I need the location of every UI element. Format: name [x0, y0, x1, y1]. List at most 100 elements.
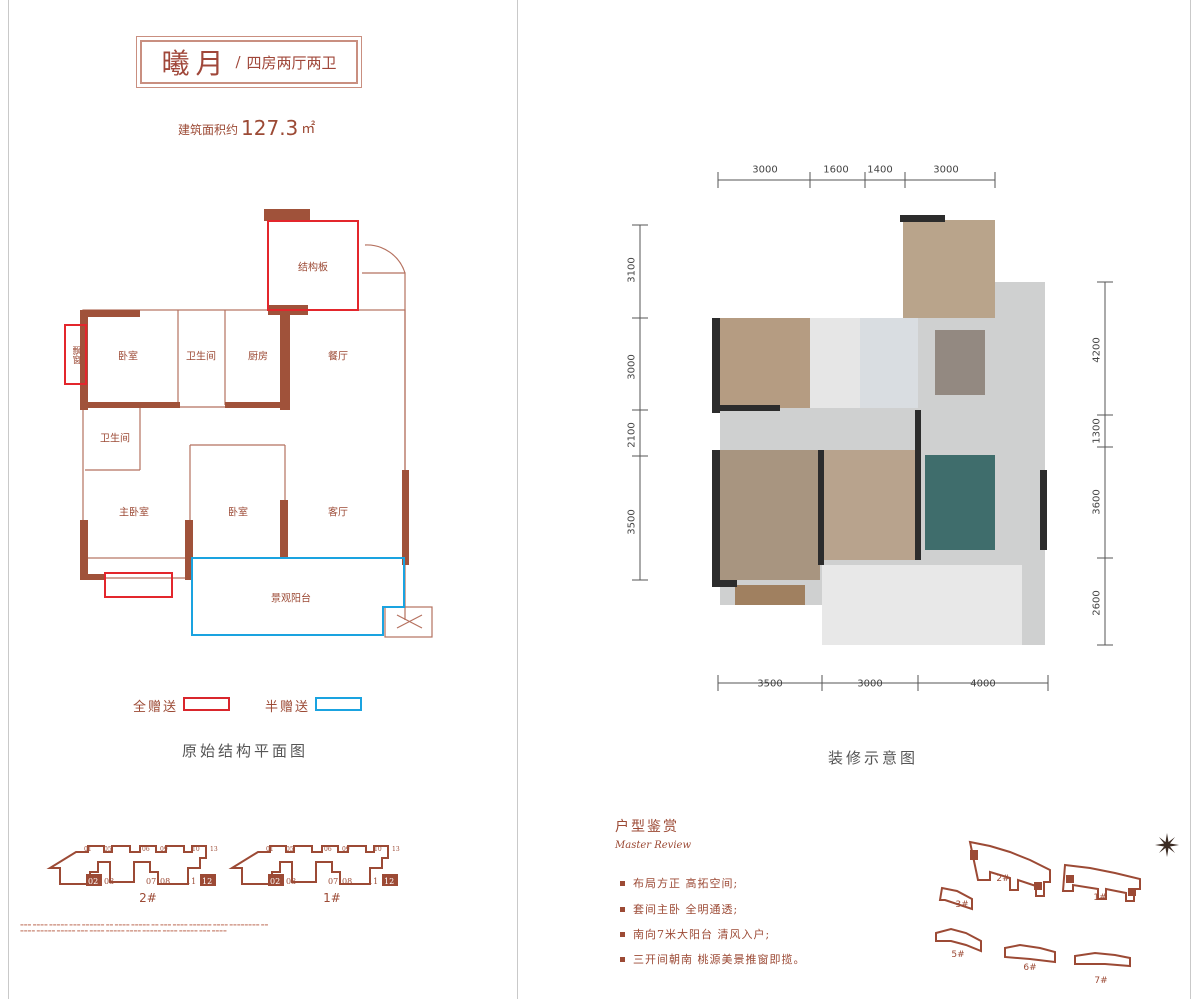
- room-structure-board: 结构板: [298, 262, 328, 274]
- site-label-2: 2#: [996, 874, 1010, 884]
- unit-label: 12: [384, 877, 394, 886]
- room-living: 客厅: [328, 507, 348, 519]
- bullet-text: 三开间朝南 桃源美景推窗即揽。: [633, 953, 806, 966]
- unit-label: 09: [160, 846, 168, 853]
- bedroom-4-floor: [903, 220, 995, 318]
- dim-bottom-1: 3500: [757, 678, 783, 690]
- unit-label: 10: [192, 846, 200, 853]
- full-gift-master-bay: [104, 572, 173, 598]
- unit-label: 05: [104, 846, 112, 853]
- unit-label: 07: [146, 877, 156, 886]
- dim-left-2: 3000: [626, 354, 638, 380]
- bedroom-2-floor: [822, 450, 918, 560]
- decorated-plan-caption: 装修示意图: [827, 749, 919, 767]
- floor-area: 建筑面积约 127.3 ㎡: [178, 118, 315, 138]
- dim-right-3: 3600: [1091, 489, 1103, 515]
- room-bathroom-1: 卫生间: [186, 351, 216, 363]
- room-bedroom-2: 卧室: [228, 507, 248, 519]
- unit-label: 11: [368, 877, 378, 886]
- building-1: [1061, 863, 1141, 902]
- room-bay-window: 飘窗: [70, 346, 81, 364]
- unit-label: 08: [342, 877, 352, 886]
- site-label-1: 1#: [1093, 893, 1107, 903]
- bedroom-1-floor: [720, 318, 810, 408]
- highlight-unit: [382, 874, 398, 886]
- legend-full-gift-swatch: [183, 697, 230, 711]
- dim-right-2: 1300: [1091, 418, 1103, 444]
- dim-right-1: 4200: [1091, 337, 1103, 363]
- building-5: [935, 927, 982, 953]
- balcony-floor: [822, 565, 1022, 645]
- dim-left-3: 2100: [626, 422, 638, 448]
- legend-full-gift: 全赠送: [133, 696, 178, 715]
- unit-label: 05: [286, 846, 294, 853]
- master-bedroom-floor: [720, 450, 820, 580]
- building-2: [968, 840, 1051, 897]
- review-subtitle: Master Review: [615, 840, 692, 851]
- building-7: [1074, 951, 1131, 968]
- full-gift-structure-board: [267, 220, 359, 311]
- unit-label: 09: [342, 846, 350, 853]
- review-title: 户型鉴赏: [615, 819, 679, 835]
- kitchen-floor: [860, 318, 918, 408]
- unit-label: 11: [186, 877, 196, 886]
- title-separator: /: [235, 53, 241, 71]
- unit-label: 02: [88, 877, 98, 886]
- site-label-7: 7#: [1094, 976, 1108, 986]
- decorated-floor-plan: [632, 172, 1113, 691]
- unit-label: 06: [142, 846, 150, 853]
- legend-half-gift: 半赠送: [265, 696, 310, 715]
- dim-left-4: 3500: [626, 509, 638, 535]
- area-unit: ㎡: [301, 121, 316, 137]
- bullet-icon: [620, 956, 625, 962]
- site-label-5: 5#: [951, 950, 965, 960]
- unit-label: 03: [286, 877, 296, 886]
- unit-label: 13: [210, 846, 218, 853]
- keyplan-2-label: 2#: [139, 891, 157, 905]
- dim-right-4: 2600: [1091, 590, 1103, 616]
- building-6: [1004, 943, 1056, 964]
- living-rug: [925, 455, 995, 550]
- room-bathroom-2: 卫生间: [100, 433, 130, 445]
- bullet-icon: [620, 880, 625, 886]
- full-gift-bay-window: [64, 324, 87, 385]
- dim-bottom-3: 4000: [970, 678, 996, 690]
- dim-left-1: 3100: [626, 257, 638, 283]
- unit-label: 03: [104, 877, 114, 886]
- area-label: 建筑面积约: [178, 123, 239, 137]
- bay-window-seat: [735, 585, 805, 605]
- bullet-2: 套间主卧 全明通透;: [620, 901, 738, 917]
- bullet-icon: [620, 931, 625, 937]
- unit-label: 10: [374, 846, 382, 853]
- bullet-4: 三开间朝南 桃源美景推窗即揽。: [620, 951, 806, 967]
- compass-icon: [1155, 833, 1179, 857]
- bullet-1: 布局方正 高拓空间;: [620, 875, 738, 891]
- unit-label: 02: [270, 877, 280, 886]
- bullet-icon: [620, 906, 625, 912]
- highlight-unit: [86, 874, 102, 886]
- unit-label: 08: [160, 877, 170, 886]
- area-value: 127.3: [241, 116, 299, 140]
- unit-name: 曦月: [161, 47, 230, 80]
- room-balcony: 景观阳台: [271, 593, 311, 605]
- building-3: [938, 886, 973, 911]
- unit-label: 12: [202, 877, 212, 886]
- legend-half-gift-label: 半赠送: [265, 700, 311, 715]
- half-gift-balcony: [191, 557, 405, 636]
- site-plan: [935, 833, 1179, 968]
- dim-top-3: 1400: [867, 164, 893, 176]
- room-kitchen: 厨房: [248, 351, 268, 363]
- unit-label: 13: [392, 846, 400, 853]
- bullet-3: 南向7米大阳台 清风入户;: [620, 926, 770, 942]
- original-floor-plan: [64, 209, 433, 638]
- highlight-unit: [268, 874, 284, 886]
- room-bedroom-1: 卧室: [118, 351, 138, 363]
- highlight-unit: [200, 874, 216, 886]
- page-edge-right: [1190, 0, 1191, 999]
- site-label-6: 6#: [1023, 963, 1037, 973]
- room-dining: 餐厅: [328, 351, 348, 363]
- dim-top-2: 1600: [823, 164, 849, 176]
- legend-full-gift-label: 全赠送: [133, 700, 179, 715]
